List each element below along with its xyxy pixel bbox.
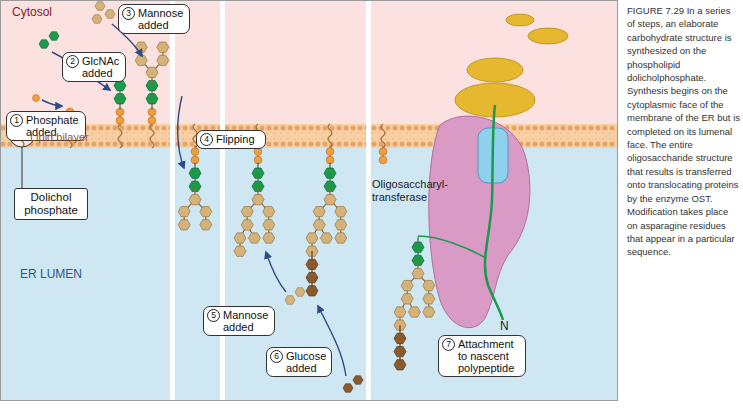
- step-box: 5Mannose added: [203, 306, 275, 336]
- step-box: 4Flipping: [196, 130, 266, 149]
- step-label: Flipping: [216, 133, 261, 145]
- terminus-label: N: [500, 320, 520, 333]
- step-label: Attachment to nascent polypeptide: [458, 338, 521, 374]
- step-box: 2GlcNAc added: [62, 52, 126, 82]
- step-label: Glucose added: [286, 350, 327, 374]
- step-number: 4: [200, 133, 213, 146]
- callout-box: Dolichol phosphate: [14, 188, 88, 220]
- step-number: 7: [442, 338, 455, 351]
- step-label: GlcNAc added: [82, 55, 121, 79]
- step-number: 3: [122, 7, 135, 20]
- step-label: Mannose added: [138, 7, 185, 31]
- step-box: 3Mannose added: [118, 4, 190, 34]
- step-number: 6: [270, 350, 283, 363]
- step-number: 2: [66, 55, 79, 68]
- step-number: 1: [10, 114, 23, 127]
- step-box: 6Glucose added: [266, 347, 332, 377]
- membrane-label: Lipid bilayer: [30, 131, 120, 144]
- step-label: Mannose added: [223, 309, 270, 333]
- step-number: 5: [207, 309, 220, 322]
- step-label: Dolichol phosphate: [19, 191, 83, 217]
- region-label: Cytosol: [12, 6, 92, 19]
- enzyme-label: Oligosaccharyl-transferase: [372, 178, 456, 204]
- figure-caption: FIGURE 7.29 In a series of steps, an ela…: [627, 4, 741, 259]
- region-label: ER LUMEN: [20, 268, 110, 281]
- step-box: 7Attachment to nascent polypeptide: [438, 335, 526, 377]
